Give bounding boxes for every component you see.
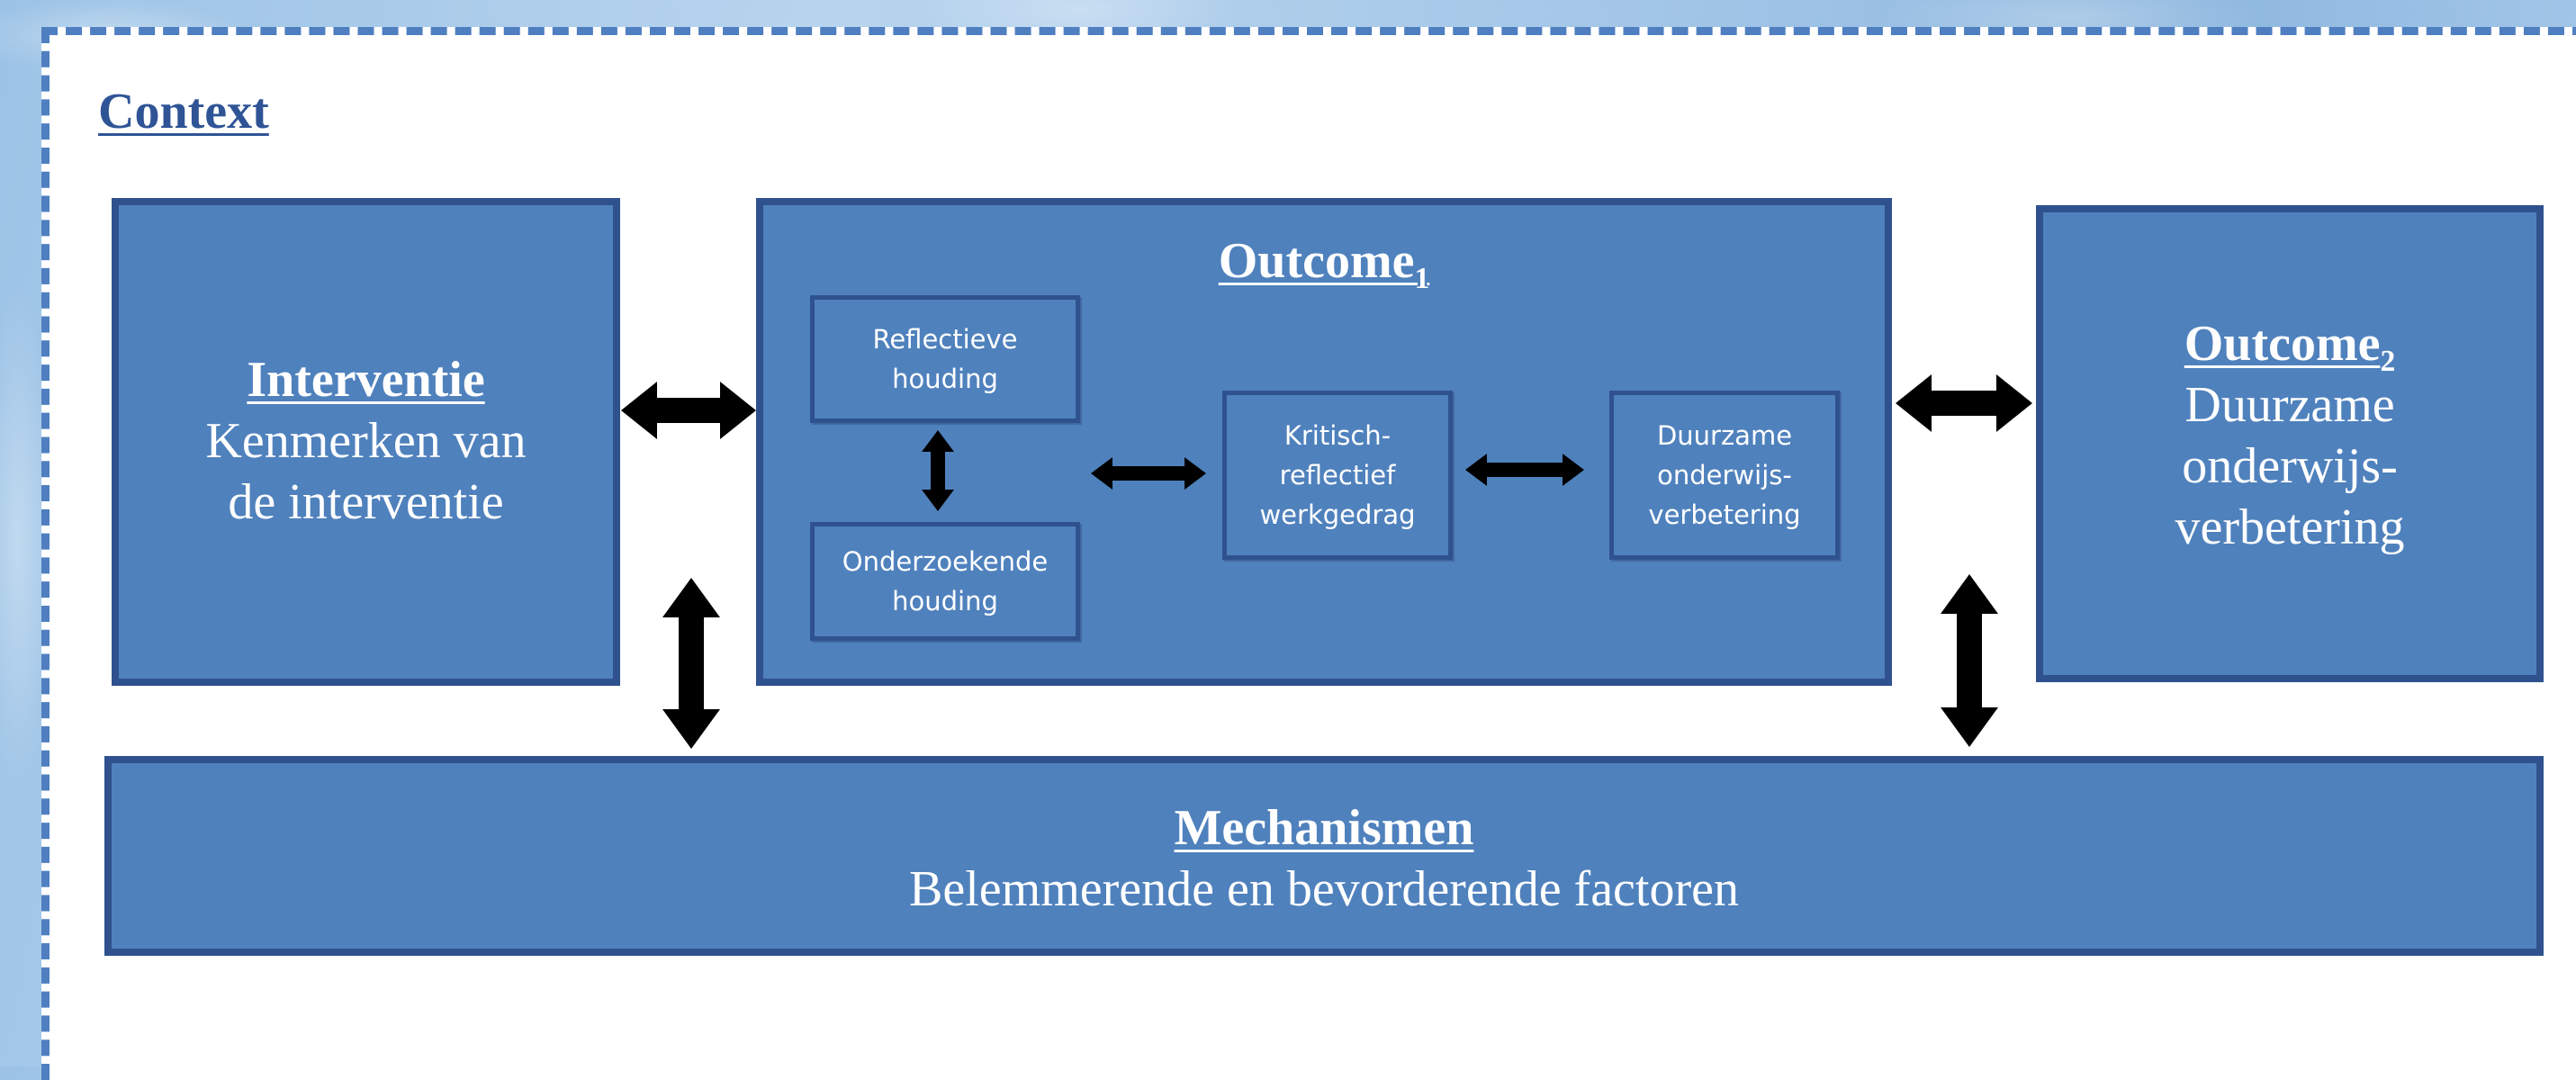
mechanismen-title: Mechanismen (1174, 800, 1474, 856)
interventie-box: Interventie Kenmerken van de interventie (112, 198, 620, 686)
outcome1-subscript: 1 (1414, 262, 1430, 296)
kritisch-reflectief-werkgedrag-box: Kritisch- reflectief werkgedrag (1222, 391, 1453, 560)
outcome2-line-3: verbetering (2175, 500, 2405, 555)
outcome2-subscript: 2 (2380, 345, 2396, 379)
outcome2-title-text: Outcome (2184, 316, 2381, 372)
context-label: Context (98, 84, 269, 140)
outcome1-title: Outcome1 (763, 232, 1885, 293)
interventie-line-1: Kenmerken van (205, 413, 527, 469)
onderzoekende-houding-box: Onderzoekende houding (810, 522, 1080, 641)
interventie-line-2: de interventie (228, 474, 504, 530)
outcome2-line-1: Duurzame (2184, 377, 2395, 433)
outcome2-line-2: onderwijs- (2182, 438, 2398, 494)
outcome2-title: Outcome2 (2043, 313, 2536, 376)
kritisch-line-1: Kritisch- (1283, 420, 1392, 451)
duurzaam-line-1: Duurzame (1656, 420, 1793, 451)
mechanismen-box: Mechanismen Belemmerende en bevorderende… (104, 756, 2544, 956)
outcome1-title-text: Outcome (1218, 233, 1415, 289)
onderzoekende-line-1: Onderzoekende (842, 546, 1049, 577)
duurzame-onderwijsverbetering-small-box: Duurzame onderwijs- verbetering (1609, 391, 1840, 560)
reflectieve-houding-box: Reflectieve houding (810, 295, 1080, 423)
reflectieve-line-2: houding (892, 364, 998, 394)
mechanismen-text: Belemmerende en bevorderende factoren (909, 861, 1739, 917)
duurzaam-line-3: verbetering (1648, 500, 1801, 530)
outcome1-box: Outcome1 Reflectieve houding Onderzoeken… (756, 198, 1892, 686)
reflectieve-line-1: Reflectieve (872, 324, 1018, 355)
duurzaam-line-2: onderwijs- (1657, 460, 1792, 490)
kritisch-line-3: werkgedrag (1259, 500, 1416, 530)
onderzoekende-line-2: houding (892, 586, 998, 616)
outcome2-box: Outcome2 Duurzame onderwijs- verbetering (2036, 205, 2544, 682)
kritisch-line-2: reflectief (1279, 460, 1396, 490)
interventie-title: Interventie (247, 352, 485, 408)
